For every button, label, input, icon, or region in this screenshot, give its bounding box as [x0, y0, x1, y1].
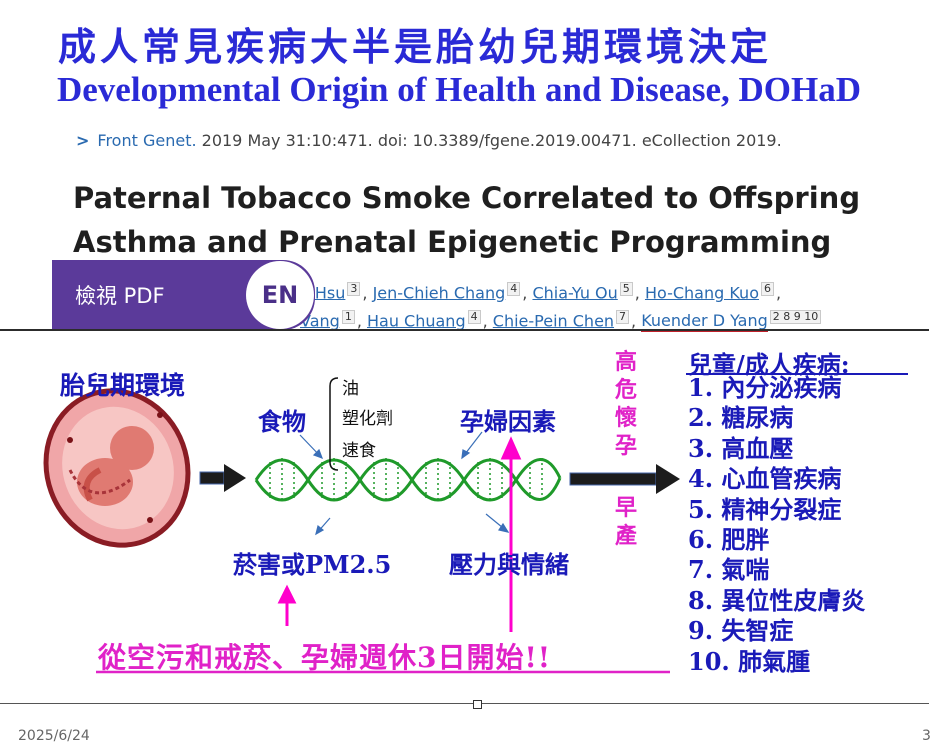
outcome-item: 4. 心血管疾病 [688, 464, 842, 494]
author-link[interactable]: Hau Chuang [366, 311, 466, 331]
affiliation-badge[interactable]: 6 [760, 282, 774, 296]
author-link[interactable]: Jen-Chieh Chang [372, 283, 506, 303]
screenshot-divider [0, 329, 929, 331]
outcome-item: 2. 糖尿病 [688, 403, 794, 433]
stress-emotion-label: 壓力與情緒 [449, 550, 569, 579]
affiliation-badge[interactable]: 1 [341, 310, 355, 324]
dna-rungs [269, 458, 543, 502]
pregnant-factor-label: 孕婦因素 [460, 407, 556, 436]
citation-line: > Front Genet. 2019 May 31:10:471. doi: 1… [76, 131, 782, 150]
outcome-item: 6. 肥胖 [688, 524, 770, 554]
outcome-item: 10. 肺氣腫 [688, 646, 811, 676]
author-link-highlighted[interactable]: Kuender D Yang [641, 311, 768, 333]
food-item: 速食 [342, 441, 376, 461]
affiliation-badge[interactable]: 7 [616, 310, 630, 324]
chevron-right-icon: > [76, 131, 90, 150]
citation-details: 2019 May 31:10:471. doi: 10.3389/fgene.2… [196, 131, 782, 150]
call-to-action: 從空污和戒菸、孕婦週休3日開始!! [98, 641, 552, 674]
pointer-arrows [299, 431, 510, 536]
food-item: 油 [342, 379, 359, 399]
food-item: 塑化劑 [342, 409, 393, 429]
resize-handle[interactable] [473, 700, 482, 709]
food-bracket [329, 377, 339, 471]
outcome-item: 5. 精神分裂症 [688, 494, 842, 524]
outcome-item: 7. 氣喘 [688, 555, 770, 585]
arrow-right-icon [569, 464, 680, 494]
preterm-label: 早產 [614, 495, 637, 549]
affiliation-badge[interactable]: 2 8 9 10 [769, 310, 822, 324]
affiliation-badge[interactable]: 5 [619, 282, 633, 296]
magenta-arrows [277, 436, 522, 632]
language-toggle-button[interactable]: EN [246, 261, 314, 329]
page-number: 3 [922, 728, 931, 744]
smoke-pm25-label: 菸害或PM2.5 [233, 550, 392, 579]
arrow-right-icon [199, 464, 246, 492]
high-risk-pregnancy-label: 高危懷孕 [614, 349, 637, 459]
outcome-item: 1. 內分泌疾病 [688, 373, 842, 402]
dna-helix [254, 458, 562, 502]
paper-title: Paternal Tobacco Smoke Correlated to Off… [73, 181, 861, 259]
outcome-item: 3. 高血壓 [688, 433, 794, 463]
food-label: 食物 [258, 407, 306, 436]
slide-title-english: Developmental Origin of Health and Disea… [57, 70, 861, 109]
footer-date: 2025/6/24 [18, 728, 90, 744]
affiliation-badge[interactable]: 4 [507, 282, 521, 296]
outcome-item: 9. 失智症 [688, 616, 794, 646]
outcome-item: 8. 異位性皮膚炎 [688, 585, 866, 615]
author-link[interactable]: Chia-Yu Ou [532, 283, 618, 303]
outcome-title: 兒童/成人疾病: [688, 350, 850, 379]
environment-label: 胎兒期環境 [60, 371, 186, 400]
author-link[interactable]: Vang [300, 311, 340, 331]
author-link[interactable]: Chie-Pein Chen [492, 311, 615, 331]
slide-bottom-border [0, 703, 929, 704]
fetus-illustration [43, 388, 191, 548]
view-pdf-label[interactable]: 檢視 PDF [75, 284, 165, 308]
affiliation-badge[interactable]: 4 [467, 310, 481, 324]
slide-title-chinese: 成人常見疾病大半是胎幼兒期環境決定 [58, 24, 773, 69]
journal-link[interactable]: Front Genet. [97, 131, 197, 150]
outcome-list: 1. 內分泌疾病 2. 糖尿病 3. 高血壓 4. 心血管疾病 5. 精神分裂症… [688, 373, 865, 677]
affiliation-badge[interactable]: 3 [347, 282, 361, 296]
author-link[interactable]: Ho-Chang Kuo [644, 283, 759, 303]
